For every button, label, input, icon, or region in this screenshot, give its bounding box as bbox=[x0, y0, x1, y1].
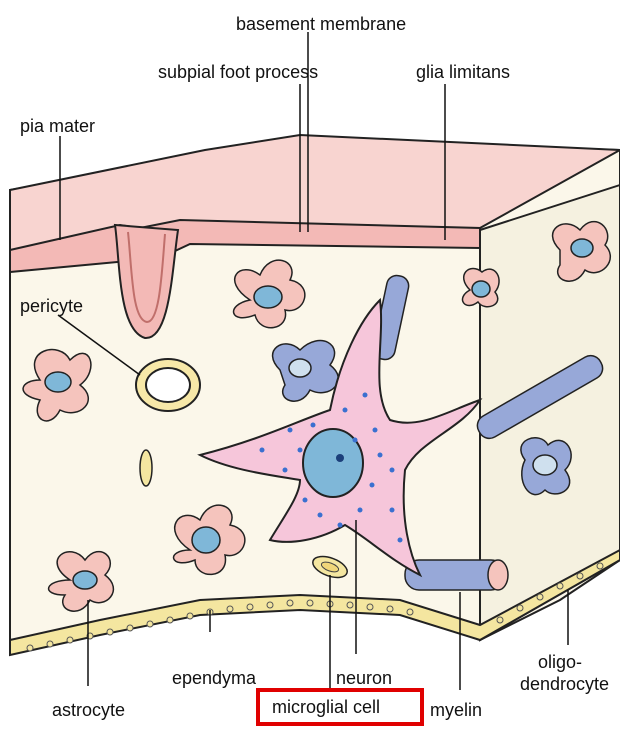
label-pericyte: pericyte bbox=[20, 296, 83, 316]
oligodendrocyte-cell bbox=[521, 438, 571, 495]
label-pia-mater: pia mater bbox=[20, 116, 95, 136]
label-basement-membrane: basement membrane bbox=[236, 14, 406, 34]
label-oligo: oligo- bbox=[538, 652, 582, 672]
label-subpial-foot-process: subpial foot process bbox=[158, 62, 318, 82]
label-dendrocyte: dendrocyte bbox=[520, 674, 609, 694]
label-microglial-cell: microglial cell bbox=[272, 697, 380, 717]
label-neuron: neuron bbox=[336, 668, 392, 688]
capillary bbox=[136, 359, 200, 411]
label-glia-limitans: glia limitans bbox=[416, 62, 510, 82]
label-ependyma: ependyma bbox=[172, 668, 256, 688]
label-astrocyte: astrocyte bbox=[52, 700, 125, 720]
label-myelin: myelin bbox=[430, 700, 482, 720]
